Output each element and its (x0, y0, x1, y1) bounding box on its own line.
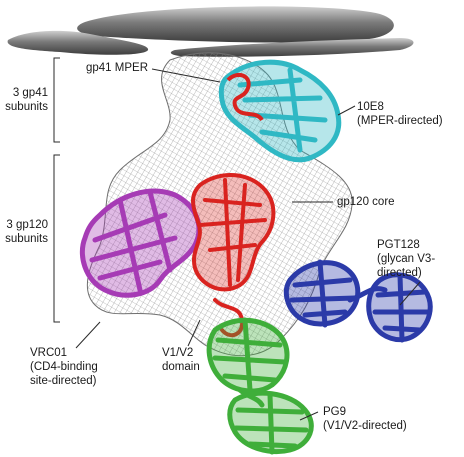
label-PGT128-desc2: directed) (377, 267, 422, 279)
label-PG9-name: PG9 (323, 406, 347, 418)
gp120-subunits-line1: 3 gp120 (6, 219, 48, 231)
membrane-left (7, 30, 149, 55)
gp41-subunits-line1: 3 gp41 (12, 87, 48, 99)
label-VRC01: VRC01 (CD4-binding site-directed) (30, 346, 98, 388)
antibody-PGT128 (283, 259, 433, 343)
label-10E8: 10E8 (MPER-directed) (357, 100, 443, 128)
antibody-PG9 (206, 317, 314, 455)
label-VRC01-desc1: (CD4-binding (30, 361, 98, 373)
label-10E8-name: 10E8 (357, 101, 384, 113)
label-v1v2-line2: domain (162, 361, 200, 373)
mper-helix (226, 72, 264, 122)
label-v1v2-domain: V1/V2 domain (162, 346, 200, 374)
antibody-VRC01 (79, 188, 202, 298)
label-10E8-desc: (MPER-directed) (357, 115, 443, 127)
antibody-10E8 (218, 59, 342, 163)
label-VRC01-desc2: site-directed) (30, 375, 97, 387)
label-PG9: PG9 (V1/V2-directed) (323, 405, 407, 433)
label-VRC01-name: VRC01 (30, 347, 68, 359)
label-PGT128-name: PGT128 (377, 239, 420, 251)
gp41-subunits-line2: subunits (5, 101, 48, 113)
label-v1v2-line1: V1/V2 (162, 347, 194, 359)
leader-lines (53, 57, 421, 421)
label-PGT128-desc1: (glycan V3- (377, 253, 436, 265)
gp120-core (191, 172, 276, 338)
envelope-mesh-density (86, 52, 353, 357)
gp120-core-label: gp120 core (337, 196, 395, 208)
membrane-top (77, 6, 394, 43)
gp120-subunits-label: 3 gp120 subunits (0, 218, 48, 246)
label-PGT128: PGT128 (glycan V3- directed) (377, 238, 435, 280)
membrane-right (170, 38, 414, 57)
label-PG9-desc: (V1/V2-directed) (323, 420, 407, 432)
gp41-mper-label: gp41 MPER (86, 62, 149, 74)
gp120-subunits-line2: subunits (5, 233, 48, 245)
gp41-subunits-label: 3 gp41 subunits (0, 86, 48, 114)
